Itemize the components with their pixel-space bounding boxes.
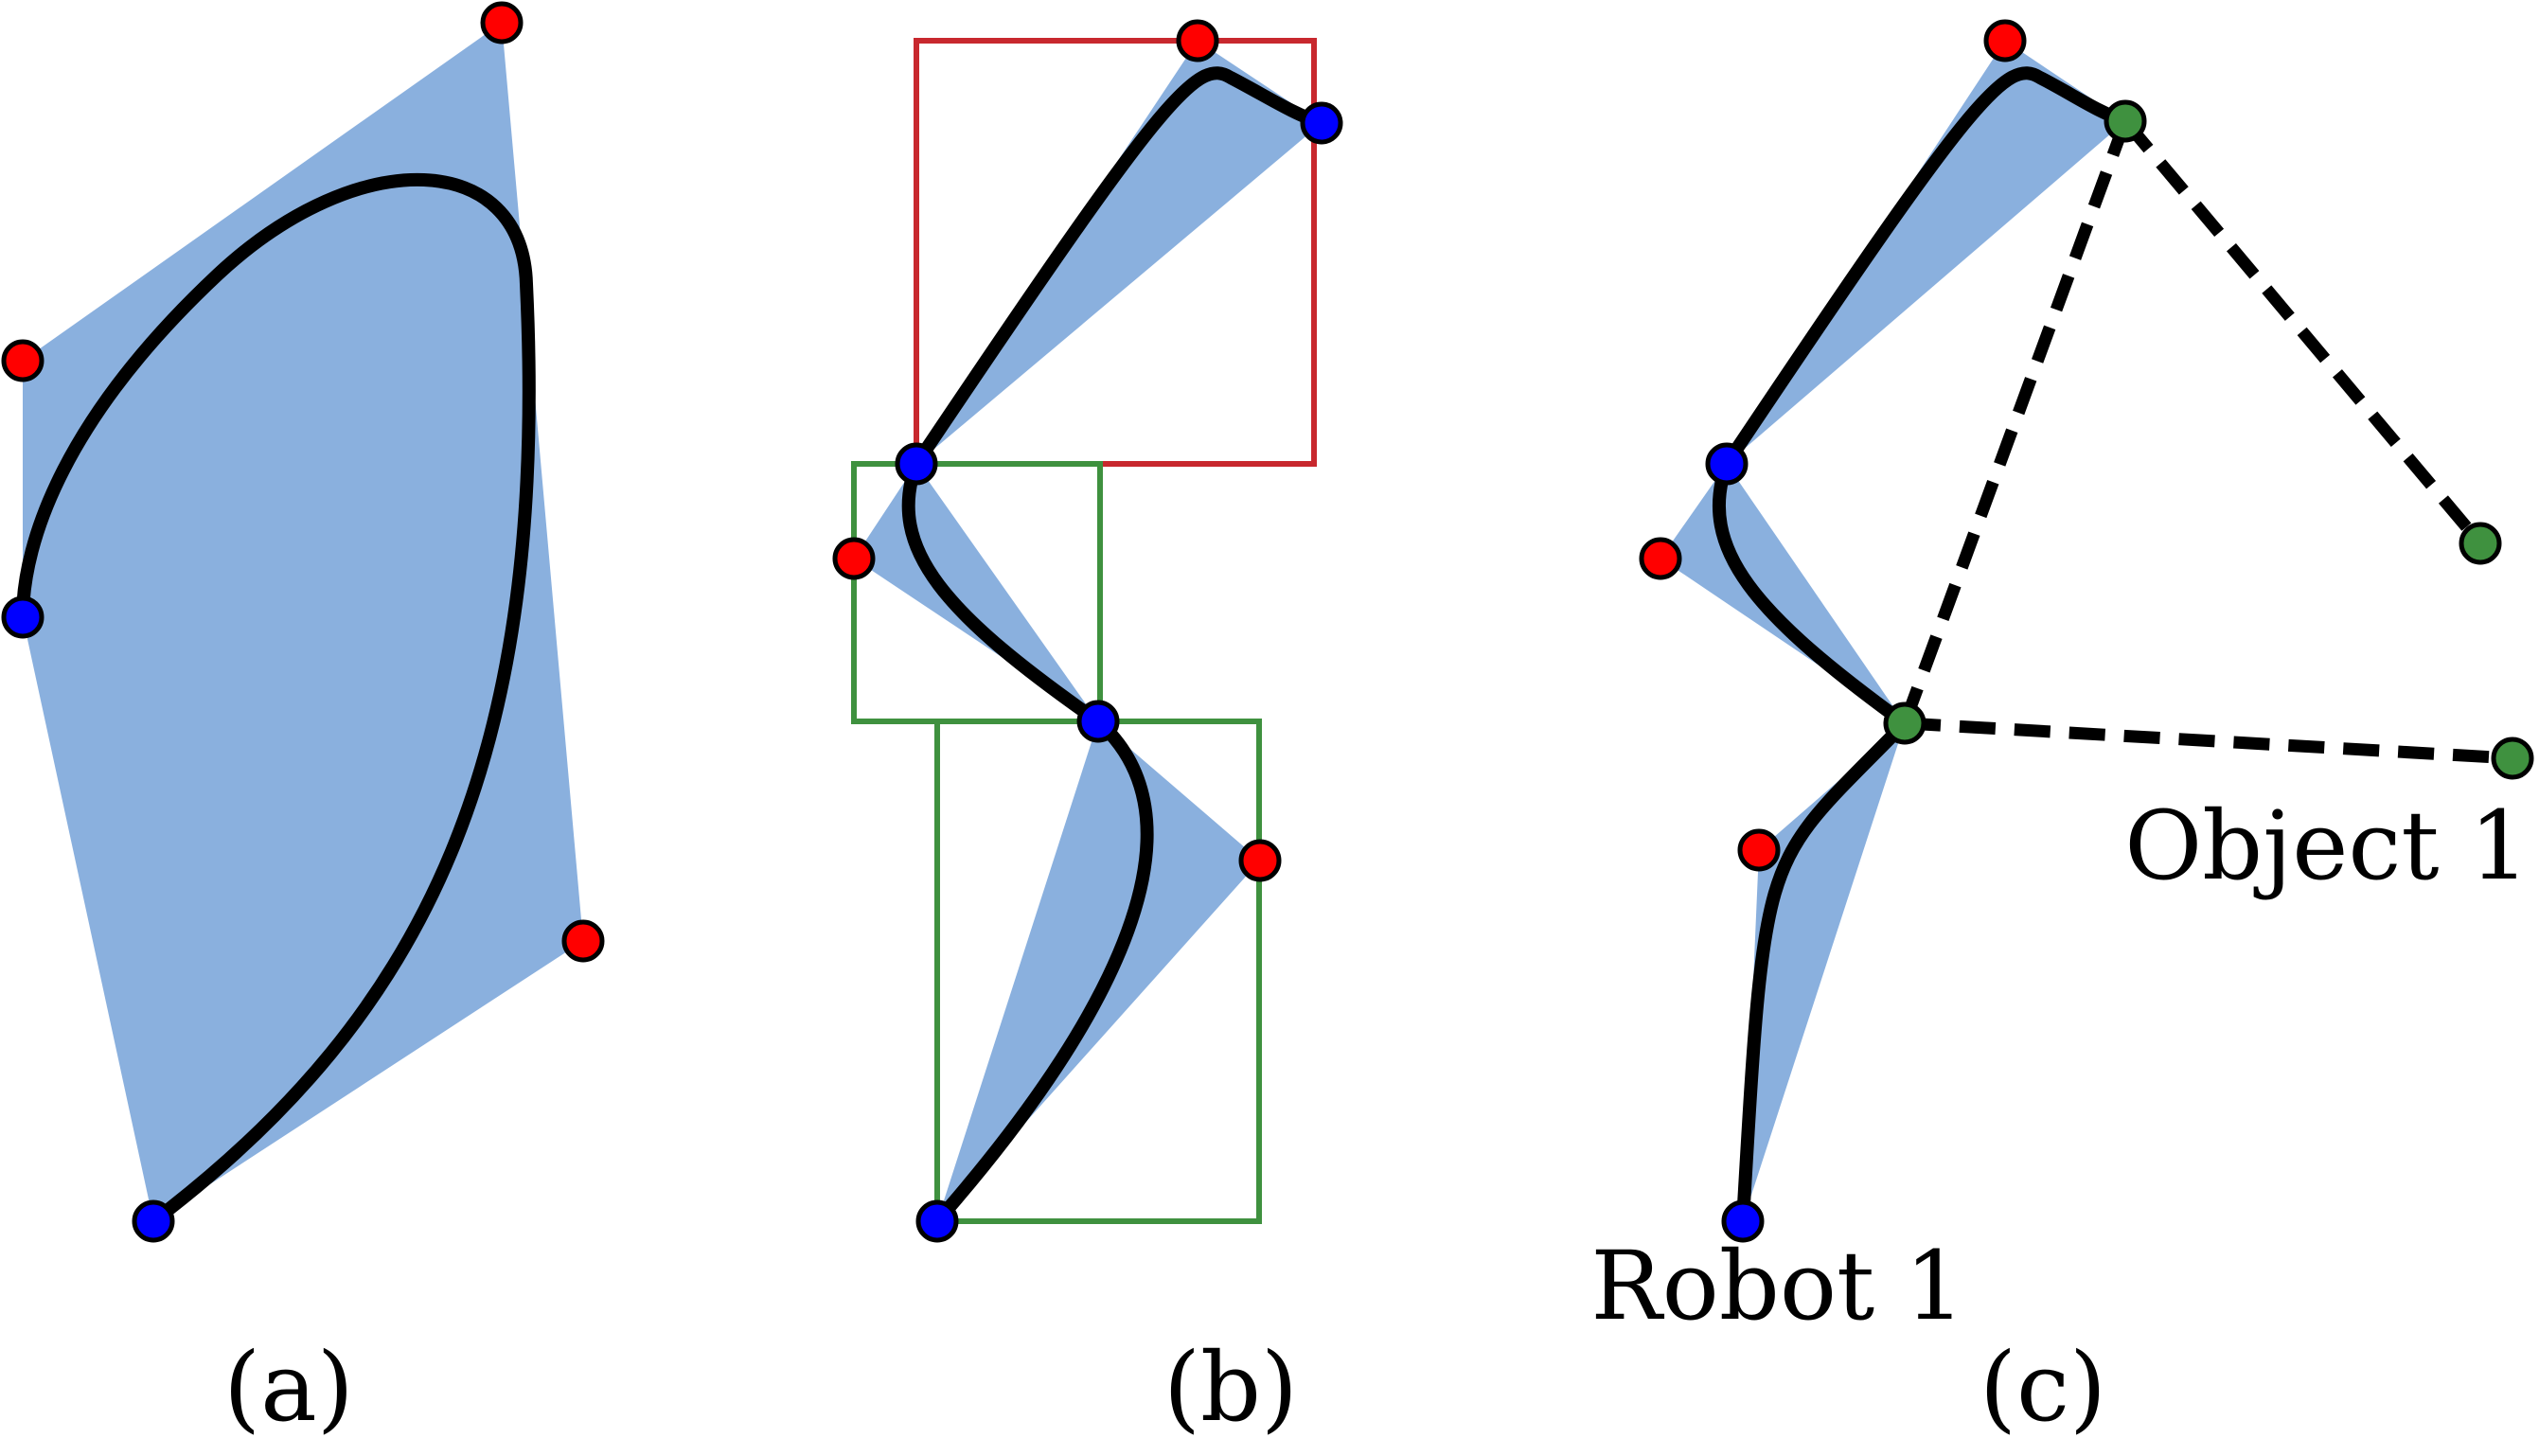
panel-a-control-point-right	[561, 919, 605, 963]
panel-c-control-point-top	[1983, 19, 2027, 62]
panel-c-hull-bottom	[1743, 723, 1905, 1221]
panel-a-bezier-curve	[16, 172, 536, 1228]
panel-b-curve-bottom	[931, 715, 1154, 1228]
panel-a-endpoint-left	[1, 595, 44, 639]
panel-c-control-point-left	[1639, 537, 1682, 580]
panel-c-hull-middle	[1660, 464, 1905, 723]
panel-c-label: (c)	[1980, 1332, 2106, 1443]
panel-c-graph-node-object	[2491, 737, 2534, 780]
panel-b-curve-top	[910, 66, 1328, 471]
panel-c-graph-node-middle	[1883, 701, 1926, 745]
panel-c-graph-node-top	[2104, 99, 2147, 143]
panel-c-endpoint-robot	[1721, 1199, 1765, 1243]
panel-c-curve-middle	[1713, 457, 1911, 730]
panel-a-label: (a)	[223, 1332, 354, 1443]
panel-c-endpoint-upper-joint	[1705, 442, 1749, 486]
panel-b-curve-middle	[901, 457, 1105, 728]
panel-c-hull-top	[1727, 41, 2125, 464]
panel-b-control-point-left	[832, 537, 876, 580]
panel-b-endpoint-upper-joint	[895, 442, 938, 486]
panel-b-hull-middle	[854, 464, 1098, 721]
panel-c-object-label: Object 1	[2124, 790, 2530, 901]
panel-b-control-point-right	[1238, 839, 1282, 882]
panel-c-robot-label: Robot 1	[1590, 1231, 1964, 1341]
panel-a: (a)	[1, 1, 605, 1443]
panel-c-curve-top	[1720, 66, 2132, 471]
panel-c-graph-node-right	[2459, 522, 2502, 565]
panel-c-control-point-lower	[1737, 828, 1781, 872]
panel-b-hull-top	[916, 41, 1322, 464]
panel-b-hull-bottom	[937, 721, 1260, 1221]
panel-c: Object 1 Robot 1 (c)	[1590, 19, 2534, 1443]
panel-b-label: (b)	[1163, 1332, 1298, 1443]
panel-b-endpoint-lower-joint	[1076, 700, 1120, 743]
panel-b: (b)	[832, 19, 1343, 1443]
panel-a-control-point-top	[480, 1, 524, 44]
panel-c-curve-bottom	[1736, 717, 1911, 1228]
panel-c-edge-top-to-right	[2121, 116, 2485, 548]
panel-b-control-point-top	[1176, 19, 1219, 62]
panel-a-control-point-left	[1, 339, 44, 382]
panel-b-bounding-box-top	[914, 38, 1317, 467]
panel-b-endpoint-bottom	[915, 1199, 959, 1243]
panel-a-endpoint-bottom	[132, 1199, 175, 1243]
panel-c-edge-middle-to-object	[1904, 717, 2513, 765]
panel-b-endpoint-top-right	[1300, 101, 1343, 145]
